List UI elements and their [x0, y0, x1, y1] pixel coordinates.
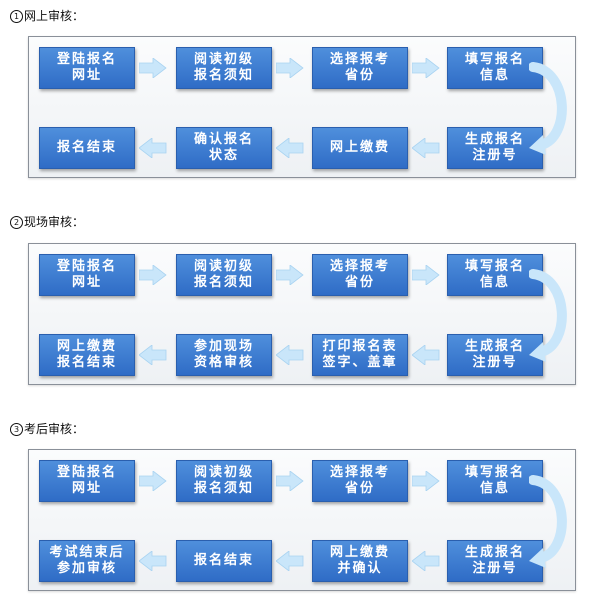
- flow-step-box: 报名结束: [176, 540, 272, 582]
- section-number: 2: [10, 216, 23, 229]
- flow-step-box: 阅读初级 报名须知: [176, 47, 272, 89]
- flow-panel: 登陆报名 网址阅读初级 报名须知选择报考 省份填写报名 信息报名结束确认报名 状…: [28, 36, 576, 178]
- left-arrow-icon: [411, 137, 440, 159]
- left-arrow-icon: [138, 550, 167, 572]
- right-arrow-icon: [275, 264, 304, 286]
- section-number: 1: [10, 10, 23, 23]
- left-arrow-icon: [138, 137, 167, 159]
- curved-arrow-icon: [528, 49, 573, 167]
- right-arrow-icon: [411, 264, 440, 286]
- flow-step-box: 打印报名表 签字、盖章: [312, 334, 408, 376]
- flow-step-box: 选择报考 省份: [312, 47, 408, 89]
- left-arrow-icon: [275, 550, 304, 572]
- flow-step-box: 登陆报名 网址: [39, 47, 135, 89]
- flow-step-box: 阅读初级 报名须知: [176, 254, 272, 296]
- flow-step-box: 登陆报名 网址: [39, 460, 135, 502]
- curved-arrow-icon: [528, 462, 573, 580]
- right-arrow-icon: [275, 57, 304, 79]
- right-arrow-icon: [411, 57, 440, 79]
- flow-step-box: 确认报名 状态: [176, 127, 272, 169]
- flow-step-box: 阅读初级 报名须知: [176, 460, 272, 502]
- flow-step-box: 生成报名 注册号: [447, 127, 543, 169]
- right-arrow-icon: [411, 470, 440, 492]
- flow-step-box: 填写报名 信息: [447, 47, 543, 89]
- left-arrow-icon: [411, 550, 440, 572]
- section-title-text: 网上审核：: [24, 9, 85, 23]
- flow-step-box: 选择报考 省份: [312, 460, 408, 502]
- flow-step-box: 网上缴费: [312, 127, 408, 169]
- left-arrow-icon: [411, 344, 440, 366]
- flow-step-box: 选择报考 省份: [312, 254, 408, 296]
- section-title-text: 现场审核：: [24, 215, 85, 229]
- right-arrow-icon: [138, 470, 167, 492]
- left-arrow-icon: [138, 344, 167, 366]
- flow-step-box: 网上缴费 并确认: [312, 540, 408, 582]
- flow-panel: 登陆报名 网址阅读初级 报名须知选择报考 省份填写报名 信息网上缴费 报名结束参…: [28, 243, 576, 385]
- left-arrow-icon: [275, 137, 304, 159]
- flow-step-box: 登陆报名 网址: [39, 254, 135, 296]
- flow-panel: 登陆报名 网址阅读初级 报名须知选择报考 省份填写报名 信息考试结束后 参加审核…: [28, 449, 576, 591]
- flow-step-box: 生成报名 注册号: [447, 540, 543, 582]
- section-number: 3: [10, 423, 23, 436]
- flow-step-box: 生成报名 注册号: [447, 334, 543, 376]
- flow-step-box: 网上缴费 报名结束: [39, 334, 135, 376]
- right-arrow-icon: [138, 57, 167, 79]
- flow-step-box: 参加现场 资格审核: [176, 334, 272, 376]
- curved-arrow-icon: [528, 256, 573, 374]
- flow-step-box: 填写报名 信息: [447, 254, 543, 296]
- flow-step-box: 考试结束后 参加审核: [39, 540, 135, 582]
- right-arrow-icon: [275, 470, 304, 492]
- left-arrow-icon: [275, 344, 304, 366]
- flow-step-box: 报名结束: [39, 127, 135, 169]
- right-arrow-icon: [138, 264, 167, 286]
- section-title-text: 考后审核：: [24, 422, 85, 436]
